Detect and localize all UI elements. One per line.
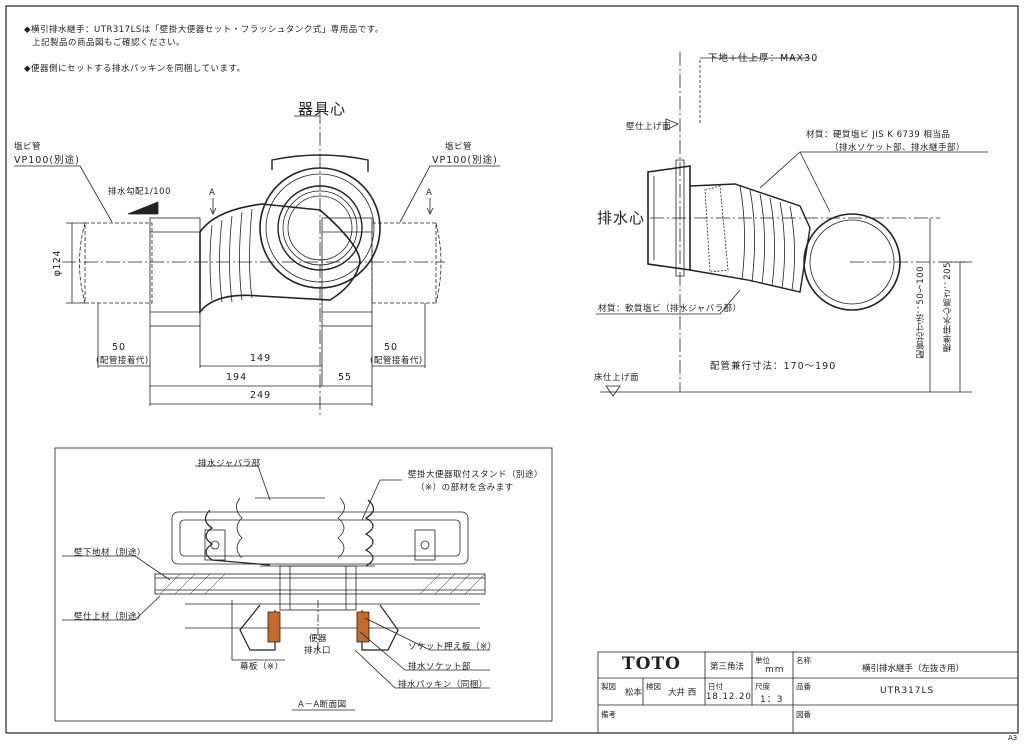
drawing-number-label: 図番 <box>796 710 811 719</box>
wall-base-label: 壁下地材（別途） <box>74 548 147 558</box>
pipe-length-label: 配管兼行寸法：170〜190 <box>710 361 837 372</box>
material-hard-sub: （排水ソケット部、排水継手部） <box>830 143 966 153</box>
drain-center-label: 排水心 <box>597 209 646 227</box>
section-caption: A－A断面図 <box>298 700 347 710</box>
code-value: UTR317LS <box>880 686 935 696</box>
wall-finish-section-label: 壁仕上材（別途） <box>74 612 147 622</box>
diameter-label: φ124 <box>52 250 63 277</box>
pipe-left-label: 塩ビ管 <box>14 142 42 152</box>
note-line-3: ◆便器側にセットする排水パッキンを同梱しています。 <box>24 64 246 74</box>
unit-value: mm <box>765 665 785 675</box>
drawn-by: 松本 <box>625 688 643 698</box>
checked-label: 検図 <box>646 682 661 691</box>
material-soft-label: 材質：軟質塩ビ（排水ジャバラ部） <box>598 304 742 314</box>
name-value: 横引排水継手（左抜き用） <box>862 664 965 674</box>
section-view-geometry <box>54 447 553 722</box>
dim-right: 50 <box>384 342 399 353</box>
floor-finish-label: 床仕上げ面 <box>594 373 640 383</box>
toto-logo: TOTO <box>622 654 681 674</box>
pipe-left-spec: VP100(別途) <box>14 155 80 166</box>
note-line-2: 上記製品の商品図もご確認ください。 <box>32 38 186 48</box>
toilet-outlet-label-2: 排水口 <box>304 646 332 656</box>
projection-label: 第三角法 <box>710 662 745 672</box>
dim-55: 55 <box>338 372 353 383</box>
fixture-center-label: 器具心 <box>298 100 347 118</box>
date-label: 日付 <box>708 682 723 691</box>
sheet-size: A3 <box>1008 734 1018 742</box>
stand-label-1: 壁掛大便器取付スタンド（別途） <box>408 470 544 480</box>
dim-left-sub: (配管接着代) <box>96 356 149 366</box>
dim-194: 194 <box>226 372 248 383</box>
wall-finish-label: 壁仕上げ面 <box>626 122 672 132</box>
cover-label: 幕板（※） <box>240 662 284 672</box>
socket-label: 排水ソケット部 <box>408 662 472 672</box>
name-label: 名称 <box>796 656 811 665</box>
code-label: 品番 <box>796 682 811 691</box>
dim-249: 249 <box>250 390 272 401</box>
section-mark-left: A <box>209 188 216 198</box>
checked-by: 大井 西 <box>668 688 697 698</box>
side-view-geometry <box>596 52 988 397</box>
pipe-right-label: 塩ビ管 <box>445 142 473 152</box>
remarks-label: 備考 <box>601 710 616 719</box>
toilet-outlet-label-1: 便器 <box>309 634 328 644</box>
max-thickness-label: 下地+仕上厚：MAX30 <box>708 53 819 64</box>
date-value: 18.12.20 <box>706 692 752 702</box>
dim-left: 50 <box>112 342 127 353</box>
scale-value: 1：3 <box>760 695 784 705</box>
unit-label: 単位 <box>755 656 770 665</box>
slope-label: 排水勾配1/100 <box>108 187 171 197</box>
section-mark-right: A <box>426 188 433 198</box>
drawn-label: 製図 <box>601 682 616 691</box>
bellows-label: 排水ジャバラ部 <box>198 459 261 469</box>
packing-label: 排水パッキン（同梱） <box>398 680 488 690</box>
stand-label-2: （※）の部材を含みます <box>416 483 514 493</box>
dim-right-sub: (配管接着代) <box>370 356 423 366</box>
vertical-dim-1: 配管芯寸法：50〜100 <box>916 266 926 359</box>
sheet-border <box>5 5 1019 734</box>
dim-149: 149 <box>250 353 272 364</box>
socket-plate-label: ソケット押え板（※） <box>408 642 497 652</box>
material-hard-label: 材質：硬質塩ビ JIS K 6739 相当品 <box>806 130 951 140</box>
plan-view-geometry <box>14 110 500 415</box>
title-block-grid <box>597 651 1019 734</box>
vertical-dim-2: 標準排水心高さ：205 <box>943 262 953 352</box>
note-line-1: ◆横引排水継手：UTR317LSは「壁掛大便器セット・フラッシュタンク式」専用品… <box>24 25 384 35</box>
pipe-right-spec: VP100(別途) <box>432 155 498 166</box>
scale-label: 尺度 <box>755 682 770 691</box>
